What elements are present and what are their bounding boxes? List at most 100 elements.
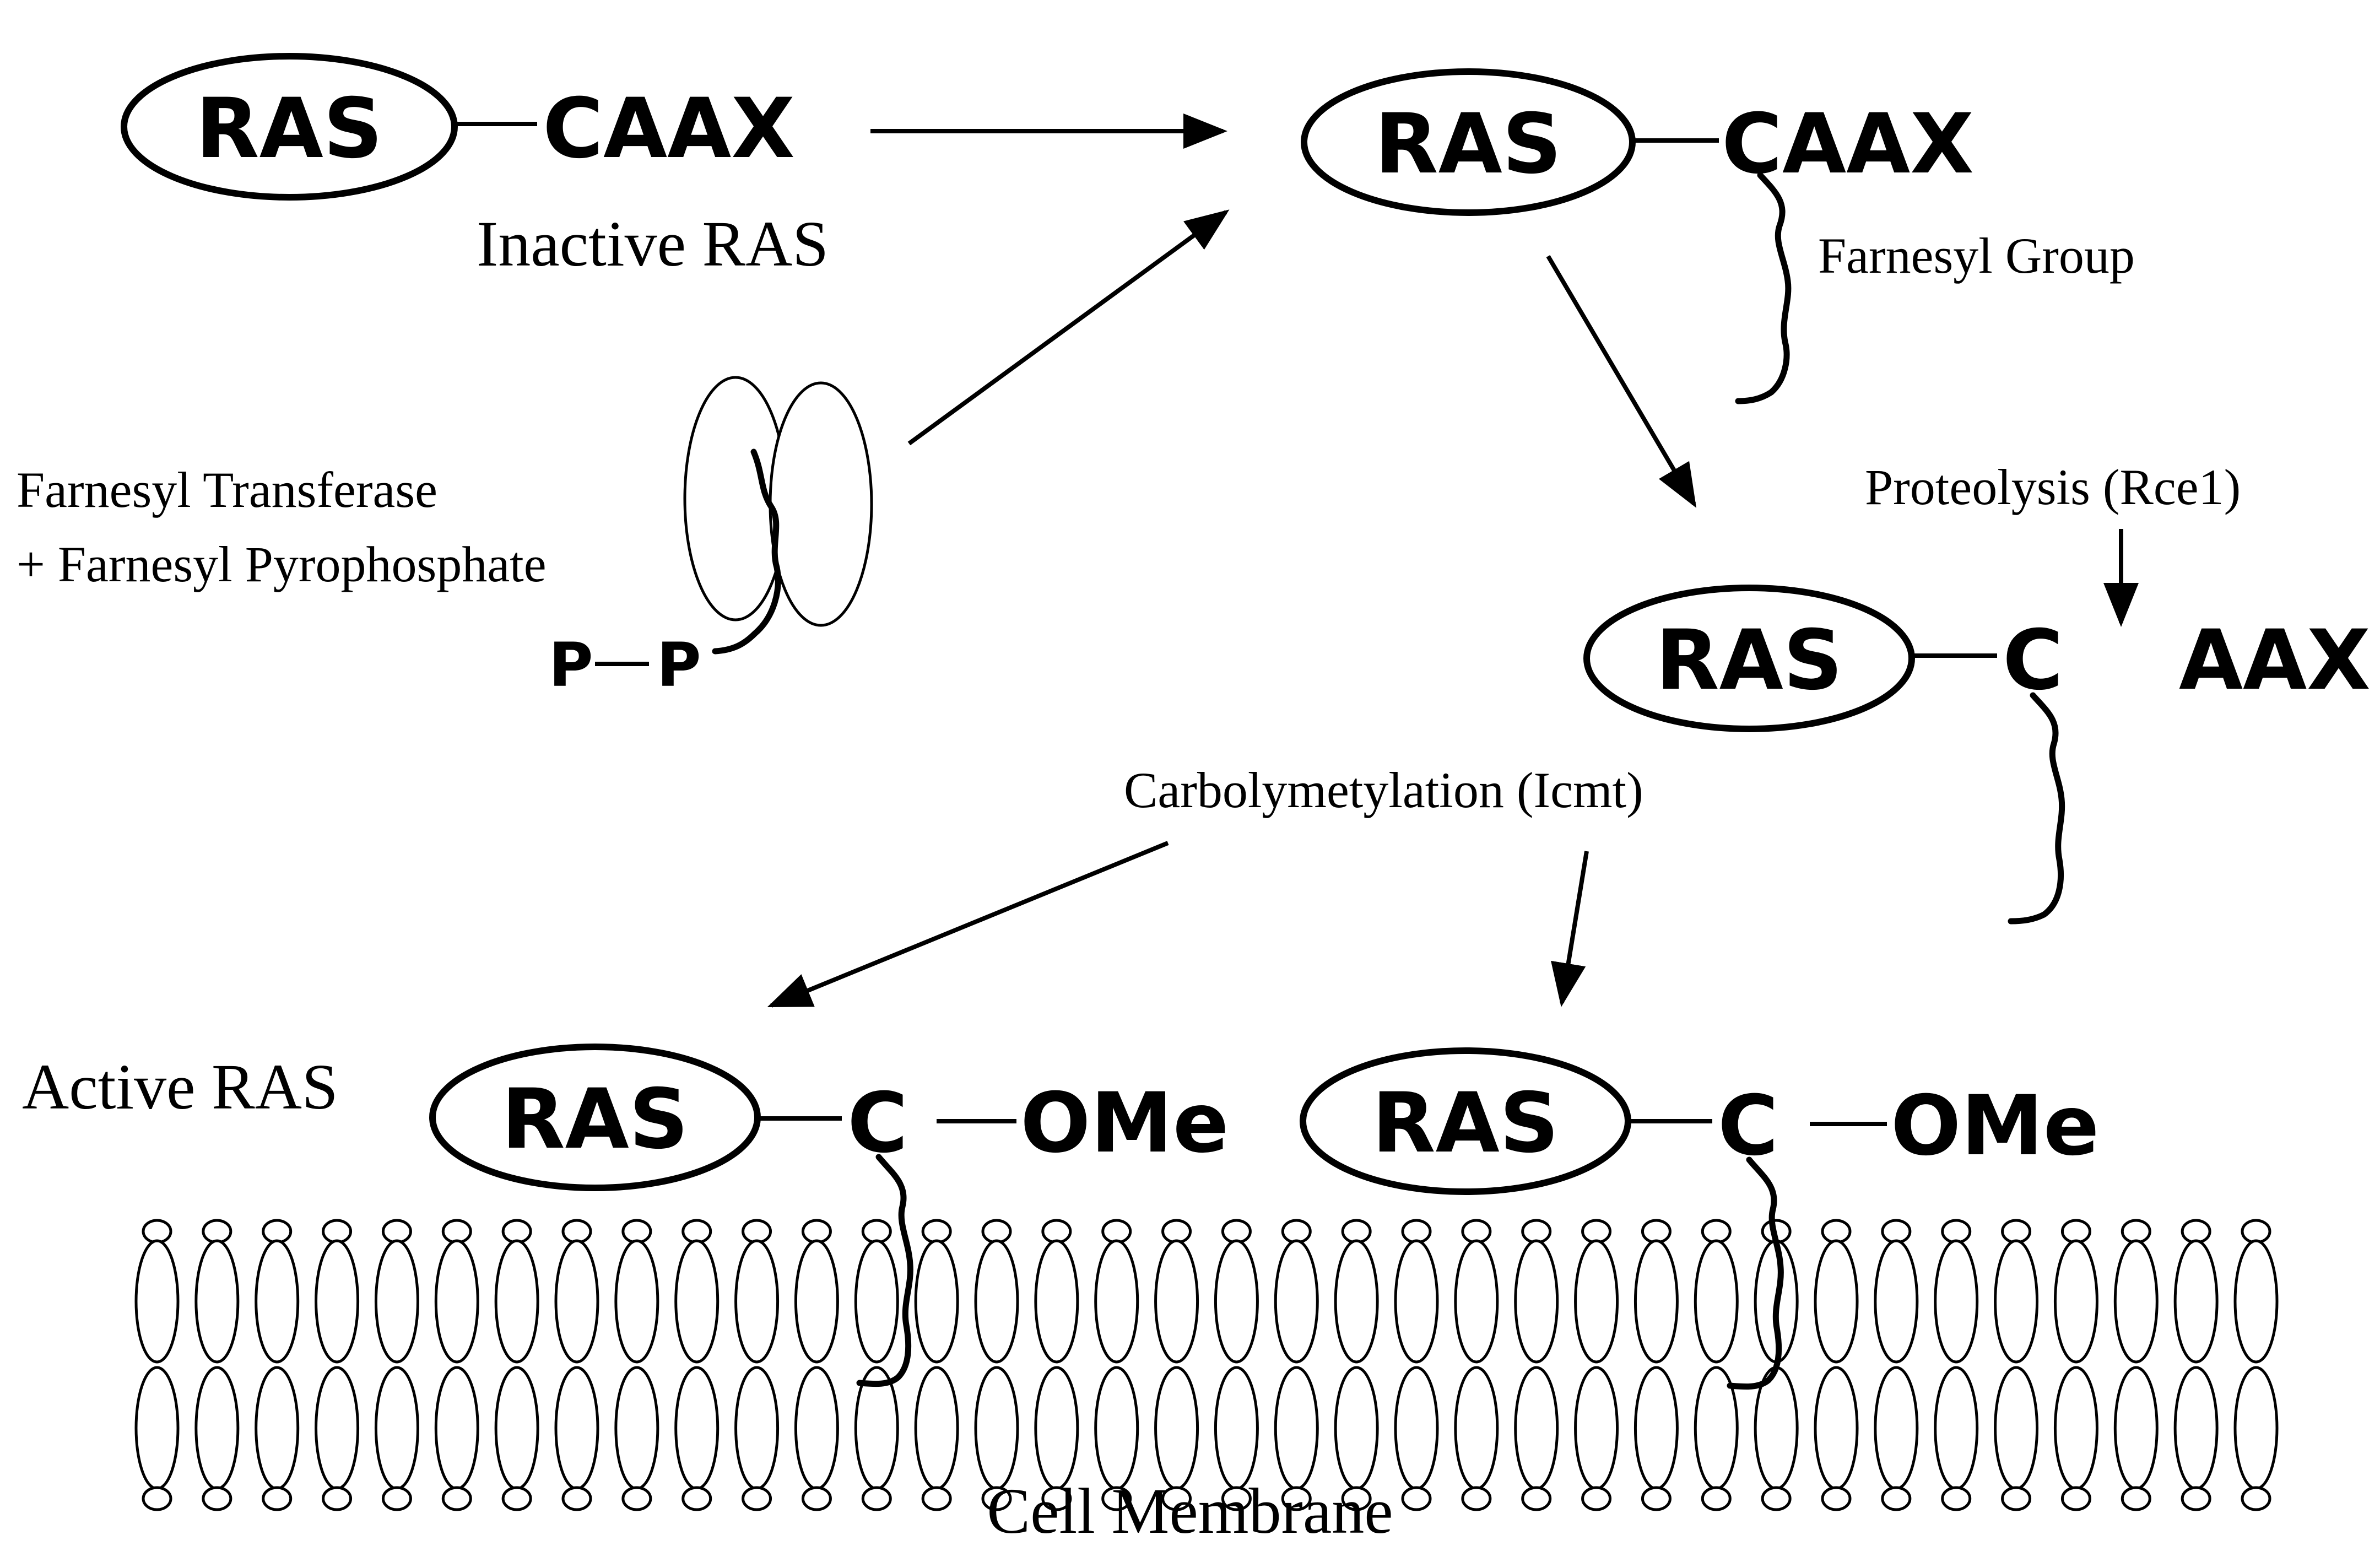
farnesyl-anchor-left <box>856 1154 913 1387</box>
lipid-tail-bottom <box>1214 1366 1259 1490</box>
lipid-tail-top <box>614 1239 659 1364</box>
lipid-head-bottom <box>202 1486 232 1511</box>
lipid-head-top <box>1221 1219 1252 1244</box>
phospholipid <box>1633 1219 1679 1511</box>
lipid-head-bottom <box>1101 1486 1132 1511</box>
lipid-head-bottom <box>1521 1486 1552 1511</box>
lipid-head-bottom <box>1041 1486 1072 1511</box>
lipid-head-bottom <box>621 1486 652 1511</box>
lipid-tail-bottom <box>1994 1366 2039 1490</box>
lipid-head-bottom <box>1881 1486 1912 1511</box>
lipid-head-bottom <box>1761 1486 1792 1511</box>
proteolysis-label: Proteolysis (Rce1) <box>1865 459 2241 515</box>
lipid-head-bottom <box>561 1486 592 1511</box>
lipid-tail-top <box>1394 1239 1439 1364</box>
lipid-head-bottom <box>1461 1486 1492 1511</box>
lipid-tail-bottom <box>315 1366 360 1490</box>
phospholipid <box>1754 1219 1799 1511</box>
lipid-head-top <box>142 1219 172 1244</box>
lipid-tail-bottom <box>1094 1366 1139 1490</box>
lipid-tail-bottom <box>1814 1366 1859 1490</box>
lipid-head-top <box>861 1219 892 1244</box>
lipid-head-top <box>1461 1219 1492 1244</box>
phospholipid <box>134 1219 180 1511</box>
ras-oval-inactive <box>121 53 458 201</box>
lipid-tail-top <box>794 1239 839 1364</box>
phospholipid <box>1454 1219 1499 1511</box>
lipid-head-bottom <box>1281 1486 1312 1511</box>
phospholipid <box>374 1219 419 1511</box>
lipid-tail-top <box>2233 1239 2279 1364</box>
lipid-head-bottom <box>1581 1486 1612 1511</box>
lipid-head-top <box>202 1219 232 1244</box>
lipid-tail-top <box>1034 1239 1079 1364</box>
lipid-head-top <box>2241 1219 2271 1244</box>
lipid-tail-bottom <box>1154 1366 1199 1490</box>
lipid-tail-bottom <box>1334 1366 1379 1490</box>
lipid-head-bottom <box>1821 1486 1852 1511</box>
lipid-head-bottom <box>1941 1486 1972 1511</box>
ras-label-active-right: RAS <box>1372 1075 1559 1171</box>
lipid-head-top <box>1641 1219 1672 1244</box>
lipid-head-top <box>262 1219 293 1244</box>
ras-oval-proteolysed <box>1583 585 1915 732</box>
lipid-head-bottom <box>681 1486 712 1511</box>
lipid-tail-top <box>1934 1239 1979 1364</box>
lipid-tail-bottom <box>374 1366 419 1490</box>
lipid-head-bottom <box>381 1486 412 1511</box>
lipid-head-top <box>621 1219 652 1244</box>
phospholipid <box>1034 1219 1079 1511</box>
lipid-tail-top <box>1694 1239 1739 1364</box>
farnesyl-group-chain <box>1735 172 1792 404</box>
lipid-head-top <box>2001 1219 2032 1244</box>
lipid-tail-bottom <box>554 1366 599 1490</box>
phospholipid <box>914 1219 959 1511</box>
lipid-tail-top <box>854 1239 899 1364</box>
lipid-tail-bottom <box>1934 1366 1979 1490</box>
lipid-tail-bottom <box>134 1366 180 1490</box>
phospholipid <box>1994 1219 2039 1511</box>
lipid-tail-top <box>1154 1239 1199 1364</box>
lipid-tail-bottom <box>255 1366 300 1490</box>
lipid-head-bottom <box>2001 1486 2032 1511</box>
lipid-tail-top <box>194 1239 240 1364</box>
lipid-head-top <box>1941 1219 1972 1244</box>
phospholipid <box>194 1219 240 1511</box>
lipid-head-bottom <box>441 1486 472 1511</box>
lipid-tail-top <box>1454 1239 1499 1364</box>
ras-oval-active-right <box>1300 1047 1631 1195</box>
lipid-tail-top <box>1514 1239 1559 1364</box>
lipid-tail-bottom <box>794 1366 839 1490</box>
lipid-head-bottom <box>742 1486 772 1511</box>
arrow-to-active-left <box>767 841 1169 1008</box>
caax-label-inactive: CAAX <box>543 81 795 177</box>
lipid-tail-bottom <box>914 1366 959 1490</box>
active-ras-left-group: Active RAS RAS C OMe <box>22 1044 1229 1387</box>
phospholipid <box>255 1219 300 1511</box>
lipid-head-top <box>441 1219 472 1244</box>
phospholipid <box>1694 1219 1739 1511</box>
cell-membrane <box>134 1219 2279 1511</box>
lipid-head-top <box>1281 1219 1312 1244</box>
farnesyl-group-label: Farnesyl Group <box>1818 228 2135 284</box>
phospholipid <box>734 1219 780 1511</box>
farnesyl-transferase-group: P P Farnesyl Transferase + Farnesyl Pyro… <box>17 376 873 700</box>
lipid-tail-bottom <box>1874 1366 1919 1490</box>
lipid-head-bottom <box>501 1486 532 1511</box>
lipid-head-bottom <box>2181 1486 2211 1511</box>
lipid-head-top <box>921 1219 952 1244</box>
phospholipid <box>1394 1219 1439 1511</box>
pyrophosphate-p1: P <box>549 630 593 700</box>
phospholipid <box>554 1219 599 1511</box>
lipid-tail-top <box>1214 1239 1259 1364</box>
lipid-tail-top <box>494 1239 539 1364</box>
lipid-tail-bottom <box>2113 1366 2159 1490</box>
lipid-head-bottom <box>981 1486 1012 1511</box>
farnesyl-anchor-right <box>1727 1156 1784 1390</box>
lipid-head-bottom <box>1161 1486 1192 1511</box>
lipid-head-bottom <box>1401 1486 1432 1511</box>
arrow-to-proteolysed <box>1546 255 1697 508</box>
lipid-head-top <box>1041 1219 1072 1244</box>
ome-label-active-right: OMe <box>1891 1078 2100 1174</box>
lipid-head-bottom <box>2241 1486 2271 1511</box>
